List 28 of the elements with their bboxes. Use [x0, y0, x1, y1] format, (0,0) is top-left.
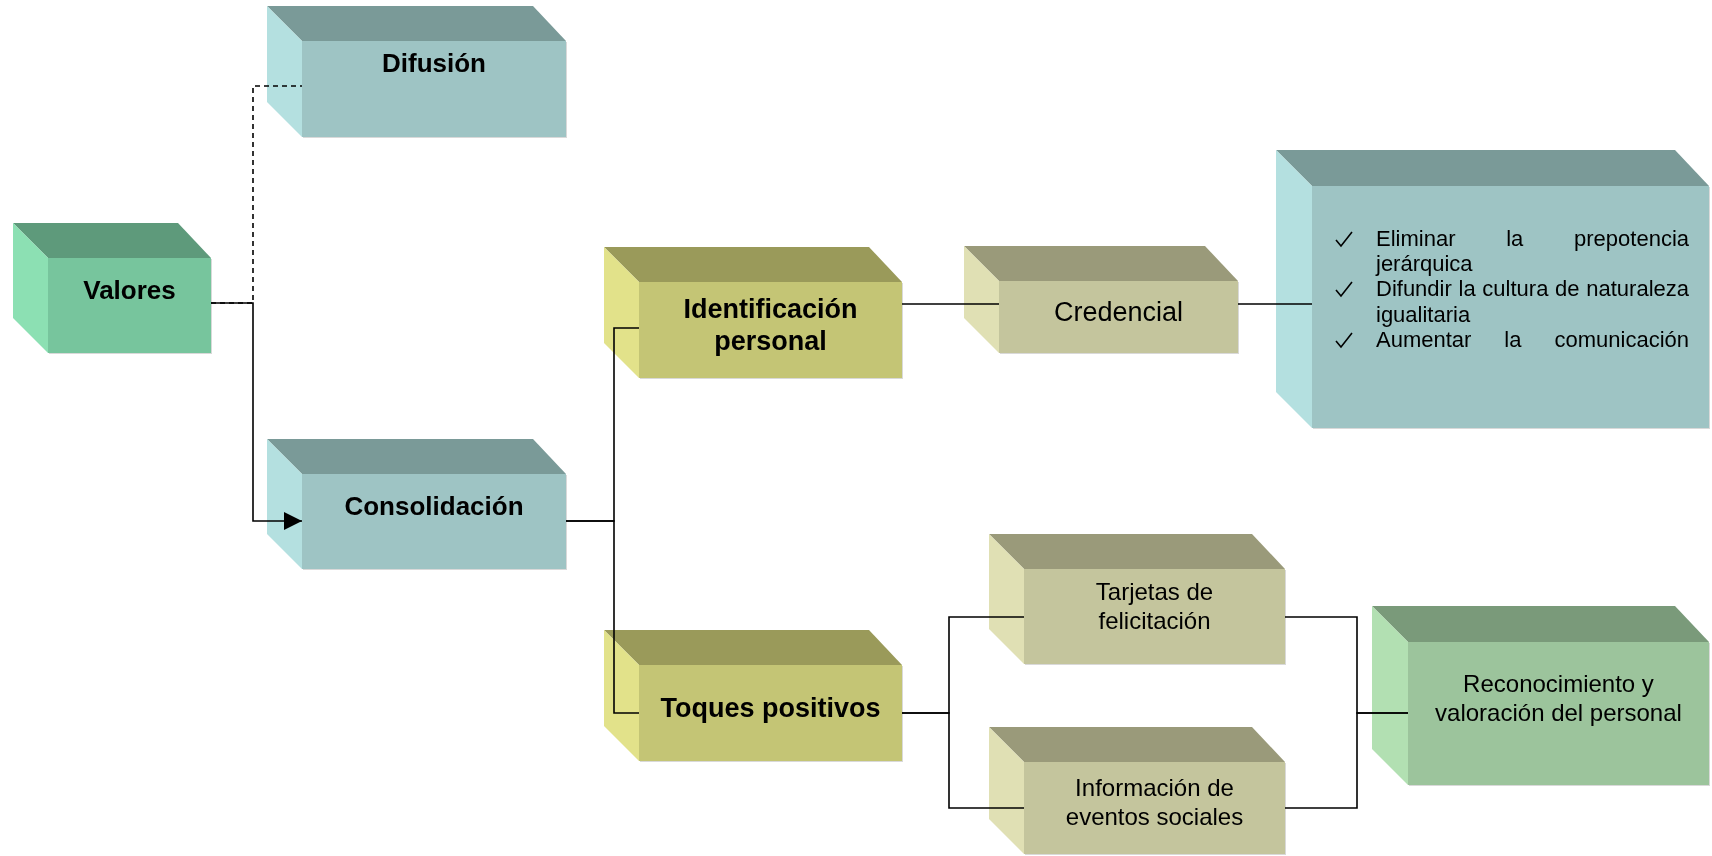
process-box	[48, 258, 211, 353]
connector-line	[1284, 712, 1409, 809]
list-item-text: Aumentar la comunicación	[1376, 326, 1689, 353]
box-label: Identificación personal	[682, 292, 859, 358]
connector-line	[901, 303, 1000, 305]
process-box	[1408, 642, 1709, 785]
list-item-text: Eliminar la prepotencia jerárquica	[1376, 225, 1689, 277]
connector-line	[210, 85, 303, 304]
box-label: Difusión	[382, 48, 486, 80]
connector-line	[565, 520, 640, 714]
process-box	[639, 665, 902, 761]
box-label: Tarjetas de felicitación	[1094, 577, 1215, 636]
process-box	[302, 41, 566, 137]
box-label: Credencial	[1053, 295, 1184, 329]
process-box	[302, 474, 566, 569]
list-item-text: Difundir la cultura de naturaleza igualitaria	[1376, 276, 1689, 327]
connector-line	[1237, 303, 1313, 305]
box-label: Valores	[83, 274, 176, 307]
process-box	[999, 281, 1238, 353]
box-label: Consolidación	[344, 490, 524, 523]
connector-line	[901, 712, 1025, 809]
box-label: Información de eventos sociales	[1064, 774, 1245, 832]
process-box	[639, 282, 902, 378]
list-box	[1312, 186, 1709, 428]
box-label: Toques positivos	[660, 691, 881, 725]
process-box	[1024, 762, 1285, 854]
box-label: Reconocimiento y valoración del personal	[1434, 669, 1683, 728]
process-box	[1024, 569, 1285, 664]
